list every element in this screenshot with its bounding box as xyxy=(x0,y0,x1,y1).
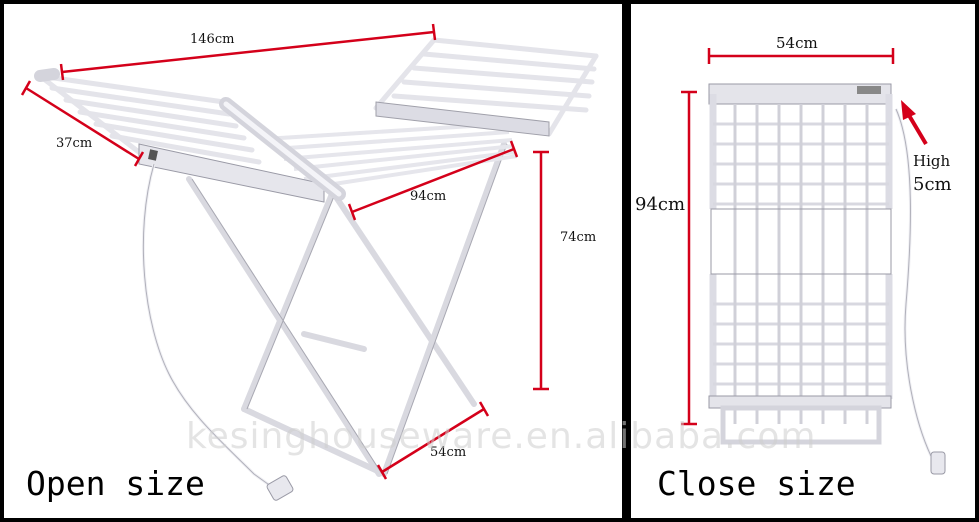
dim-total-width-label: 146cm xyxy=(190,32,235,47)
dim-closed-width-label: 54cm xyxy=(776,34,818,52)
dim-center-length-label: 94cm xyxy=(410,189,447,204)
open-size-panel: 146cm 37cm 94cm 74cm 54cm Open size xyxy=(4,4,622,518)
dim-high-label: High xyxy=(913,152,951,170)
dim-base-width-label: 54cm xyxy=(430,445,467,460)
closed-rack-illustration xyxy=(681,48,946,475)
close-size-panel: 54cm 94cm High 5cm Close size xyxy=(631,4,975,518)
watermark: kesinghouseware.en.alibaba.com xyxy=(186,416,817,457)
dim-wing-depth-label: 37cm xyxy=(56,136,93,151)
open-size-caption: Open size xyxy=(26,464,205,503)
dim-closed-length-label: 94cm xyxy=(635,194,686,215)
dim-height-label: 74cm xyxy=(560,230,597,245)
close-size-caption: Close size xyxy=(657,464,856,503)
open-rack-illustration xyxy=(20,23,599,501)
dim-high-value: 5cm xyxy=(913,174,952,195)
